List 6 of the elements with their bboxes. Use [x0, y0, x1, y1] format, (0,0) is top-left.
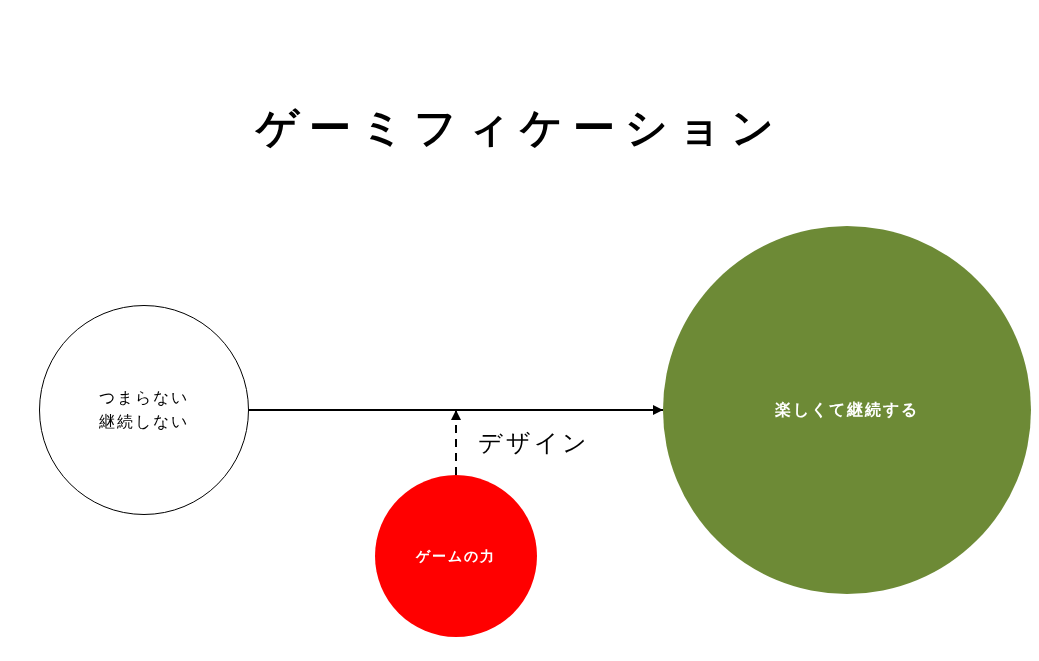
dashed-arrow — [451, 409, 461, 476]
arrow — [248, 405, 664, 415]
node-label: ゲームの力 — [416, 546, 496, 566]
node-label: 楽しくて継続する — [775, 399, 919, 421]
node-label: つまらない継続しない — [98, 387, 190, 433]
title: ゲーミフィケーション — [254, 102, 785, 154]
